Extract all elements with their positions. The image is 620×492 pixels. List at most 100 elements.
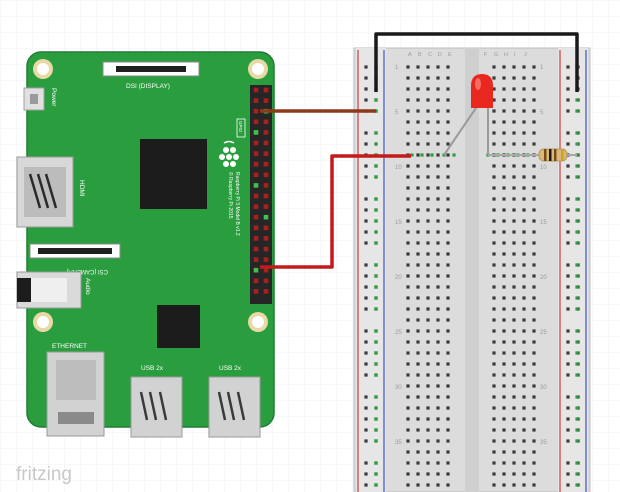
connected-rail-hole bbox=[575, 461, 579, 465]
connected-rail-hole bbox=[575, 164, 579, 168]
breadboard-hole bbox=[406, 197, 410, 201]
breadboard-hole bbox=[502, 175, 506, 179]
connected-rail-hole bbox=[575, 131, 579, 135]
breadboard-hole bbox=[512, 296, 516, 300]
connected-rail-hole bbox=[575, 439, 579, 443]
breadboard-hole bbox=[502, 472, 506, 476]
breadboard-hole bbox=[502, 362, 506, 366]
breadboard-hole bbox=[426, 87, 430, 91]
breadboard-rail-hole bbox=[364, 296, 368, 300]
connected-rail-hole bbox=[575, 307, 579, 311]
breadboard-hole bbox=[446, 362, 450, 366]
breadboard-rail-hole bbox=[566, 472, 570, 476]
col-letter: I bbox=[514, 52, 516, 58]
usb-controller-chip bbox=[157, 305, 200, 348]
wires bbox=[260, 32, 579, 269]
breadboard-rail-hole bbox=[364, 65, 368, 69]
connected-rail-hole bbox=[575, 373, 579, 377]
column-letters-right: F G H I J bbox=[484, 52, 527, 58]
connected-rail-hole bbox=[575, 230, 579, 234]
breadboard-hole bbox=[522, 164, 526, 168]
gpio-pin bbox=[263, 183, 269, 188]
gpio-pin bbox=[253, 172, 259, 178]
breadboard-hole bbox=[416, 461, 420, 465]
breadboard-hole bbox=[532, 197, 536, 201]
breadboard-hole bbox=[446, 230, 450, 234]
breadboard-hole bbox=[512, 109, 516, 113]
breadboard-hole bbox=[512, 241, 516, 245]
breadboard-rail-hole bbox=[566, 109, 570, 113]
breadboard-hole bbox=[406, 406, 410, 410]
breadboard-hole bbox=[492, 274, 496, 278]
breadboard-hole bbox=[446, 395, 450, 399]
breadboard-hole bbox=[426, 307, 430, 311]
breadboard-hole bbox=[492, 175, 496, 179]
gpio-pin bbox=[253, 119, 259, 125]
gpio-pin bbox=[253, 204, 259, 209]
breadboard-rail-hole bbox=[364, 395, 368, 399]
gpio-pin bbox=[253, 193, 259, 199]
gpio-pin bbox=[253, 183, 259, 188]
breadboard-rail-hole bbox=[566, 87, 570, 91]
breadboard-rail-hole bbox=[566, 219, 570, 223]
breadboard-hole bbox=[492, 263, 496, 267]
breadboard-hole bbox=[522, 109, 526, 113]
col-letter: A bbox=[408, 52, 412, 58]
breadboard-hole bbox=[426, 439, 430, 443]
row-number-left: 1 bbox=[395, 65, 399, 71]
breadboard-hole bbox=[416, 351, 420, 355]
breadboard-hole bbox=[492, 318, 496, 322]
breadboard-hole bbox=[436, 76, 440, 80]
breadboard-hole bbox=[406, 252, 410, 256]
breadboard-rail-hole bbox=[566, 142, 570, 146]
connected-rail-hole bbox=[374, 417, 378, 421]
breadboard-hole bbox=[512, 417, 516, 421]
breadboard-hole bbox=[436, 153, 440, 157]
breadboard-rail-hole bbox=[566, 439, 570, 443]
dsi-connector: DSI (DISPLAY) bbox=[102, 61, 200, 90]
connected-rail-hole bbox=[575, 428, 579, 432]
breadboard-hole bbox=[406, 263, 410, 267]
breadboard-hole bbox=[426, 197, 430, 201]
breadboard-hole bbox=[416, 219, 420, 223]
breadboard-rail-hole bbox=[566, 197, 570, 201]
breadboard-hole bbox=[532, 98, 536, 102]
breadboard-hole bbox=[436, 197, 440, 201]
breadboard-hole bbox=[416, 274, 420, 278]
connected-row-hole bbox=[410, 153, 414, 157]
breadboard-hole bbox=[406, 439, 410, 443]
led-body bbox=[471, 74, 493, 108]
col-letter: H bbox=[504, 52, 508, 58]
breadboard-hole bbox=[492, 340, 496, 344]
breadboard-hole bbox=[512, 208, 516, 212]
connected-rail-hole bbox=[374, 428, 378, 432]
breadboard-hole bbox=[522, 98, 526, 102]
breadboard-rail-hole bbox=[364, 472, 368, 476]
breadboard-rail-hole bbox=[364, 406, 368, 410]
breadboard-hole bbox=[406, 417, 410, 421]
breadboard-hole bbox=[522, 395, 526, 399]
breadboard-rail-hole bbox=[566, 461, 570, 465]
breadboard-hole bbox=[416, 263, 420, 267]
connected-rail-hole bbox=[374, 274, 378, 278]
breadboard-hole bbox=[512, 164, 516, 168]
gpio-pin bbox=[263, 161, 269, 167]
gpio-label: GPIO bbox=[238, 121, 243, 133]
breadboard-hole bbox=[436, 340, 440, 344]
breadboard-hole bbox=[522, 175, 526, 179]
row-number-right: 1 bbox=[540, 65, 544, 71]
breadboard-hole bbox=[532, 406, 536, 410]
breadboard-hole bbox=[502, 142, 506, 146]
breadboard-hole bbox=[502, 263, 506, 267]
breadboard-hole bbox=[416, 395, 420, 399]
connected-rail-hole bbox=[575, 472, 579, 476]
breadboard-hole bbox=[406, 384, 410, 388]
breadboard-hole bbox=[502, 274, 506, 278]
usb-port-2: USB 2x bbox=[208, 365, 261, 438]
audio-label: Audio bbox=[84, 278, 91, 295]
breadboard-hole bbox=[436, 461, 440, 465]
gpio-pin bbox=[253, 236, 259, 241]
col-letter: C bbox=[428, 52, 432, 58]
breadboard-hole bbox=[502, 351, 506, 355]
breadboard-hole bbox=[522, 406, 526, 410]
